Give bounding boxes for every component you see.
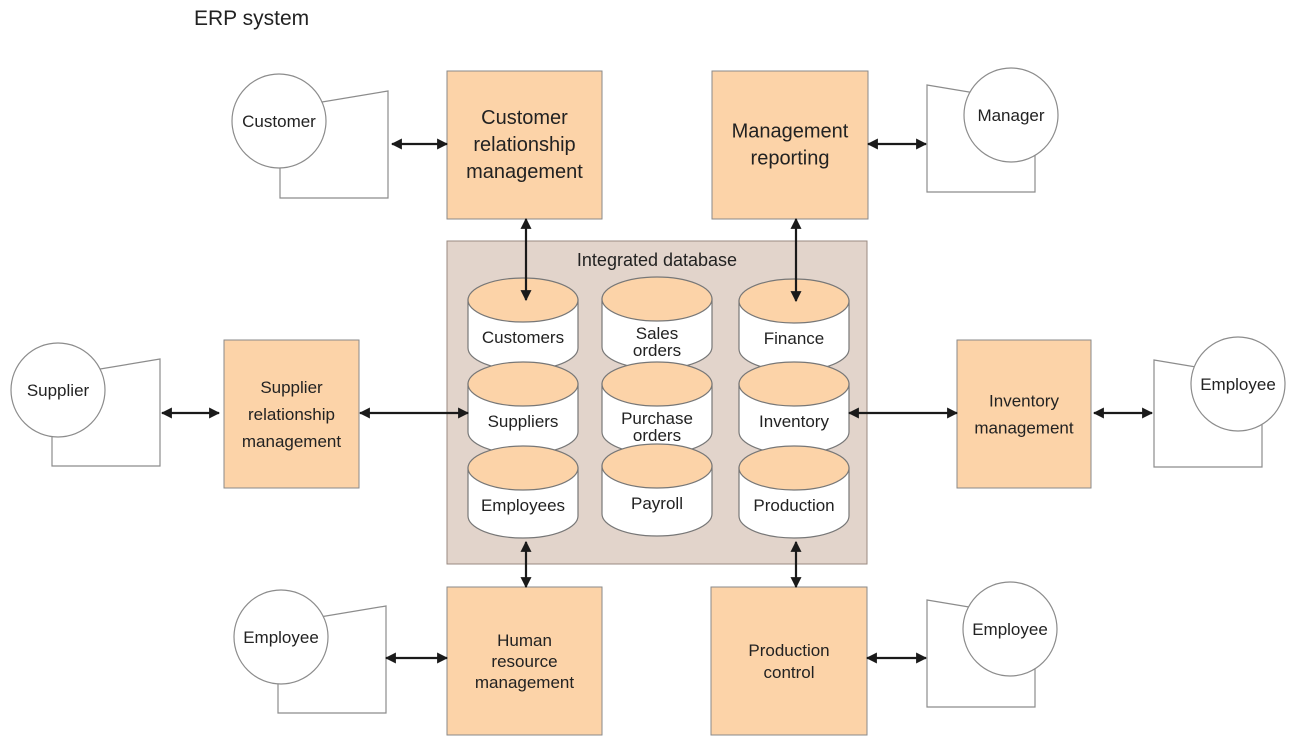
table-purchase-orders-label: orders bbox=[633, 426, 681, 445]
person-circle bbox=[10, 342, 106, 438]
module-crm-label: relationship bbox=[473, 134, 575, 156]
module-srm-label: Supplier bbox=[260, 378, 323, 397]
cylinder-top bbox=[601, 361, 713, 407]
module-inventory-management: Inventory management bbox=[956, 339, 1092, 489]
cylinder-top bbox=[738, 361, 850, 407]
table-employees-label: Employees bbox=[481, 496, 565, 515]
table-production-label: Production bbox=[753, 496, 834, 515]
actor-supplier: Supplier bbox=[10, 342, 161, 467]
cylinder-top bbox=[467, 277, 579, 323]
actor-employee-production-label: Employee bbox=[972, 620, 1048, 639]
cylinder-top bbox=[467, 361, 579, 407]
table-finance-label: Finance bbox=[764, 329, 824, 348]
table-customers-label: Customers bbox=[482, 328, 564, 347]
actor-employee-hr-label: Employee bbox=[243, 628, 319, 647]
cylinder-top bbox=[738, 445, 850, 491]
table-finance-cylinder: Finance bbox=[738, 278, 850, 372]
module-hrm-label: Human bbox=[497, 631, 552, 650]
module-srm-label: management bbox=[242, 432, 342, 451]
person-circle bbox=[231, 73, 327, 169]
module-box bbox=[446, 70, 603, 220]
table-inventory-label: Inventory bbox=[759, 412, 829, 431]
table-purchase-orders-label: Purchase bbox=[621, 409, 693, 428]
module-box bbox=[446, 586, 603, 736]
module-crm-label: Customer bbox=[481, 107, 568, 129]
module-production-control: Production control bbox=[710, 586, 868, 736]
table-payroll-label: Payroll bbox=[631, 494, 683, 513]
module-hrm-label: resource bbox=[491, 652, 557, 671]
cylinder-top bbox=[738, 278, 850, 324]
table-sales-orders-label: Sales bbox=[636, 324, 679, 343]
module-inventory-management-label: management bbox=[974, 419, 1074, 438]
table-suppliers-cylinder: Suppliers bbox=[467, 361, 579, 455]
table-production-cylinder: Production bbox=[738, 445, 850, 539]
diagram-title: ERP system bbox=[194, 7, 309, 30]
cylinder-top bbox=[601, 276, 713, 322]
actor-employee-inventory: Employee bbox=[1153, 336, 1286, 468]
table-payroll-cylinder: Payroll bbox=[601, 443, 713, 537]
module-hrm: Human resource management bbox=[446, 586, 603, 736]
actor-supplier-label: Supplier bbox=[27, 381, 90, 400]
person-circle bbox=[233, 589, 329, 685]
person-circle bbox=[962, 581, 1058, 677]
actor-manager: Manager bbox=[926, 67, 1059, 193]
table-suppliers-label: Suppliers bbox=[488, 412, 559, 431]
person-circle bbox=[963, 67, 1059, 163]
person-circle bbox=[1190, 336, 1286, 432]
module-box bbox=[711, 70, 869, 220]
table-customers-cylinder: Customers bbox=[467, 277, 579, 371]
module-hrm-label: management bbox=[475, 673, 575, 692]
module-srm: Supplier relationship management bbox=[223, 339, 360, 489]
module-box bbox=[710, 586, 868, 736]
module-management-reporting-label: Management bbox=[732, 121, 849, 143]
table-inventory-cylinder: Inventory bbox=[738, 361, 850, 455]
module-management-reporting-label: reporting bbox=[751, 148, 830, 170]
actor-employee-inventory-label: Employee bbox=[1200, 375, 1276, 394]
actor-customer: Customer bbox=[231, 73, 389, 199]
module-crm: Customer relationship management bbox=[446, 70, 603, 220]
module-production-control-label: Production bbox=[748, 641, 829, 660]
modules: Customer relationship management Management… bbox=[223, 70, 1092, 736]
table-sales-orders-label: orders bbox=[633, 341, 681, 360]
module-inventory-management-label: Inventory bbox=[989, 392, 1059, 411]
actor-customer-label: Customer bbox=[242, 112, 316, 131]
module-management-reporting: Management reporting bbox=[711, 70, 869, 220]
cylinder-top bbox=[467, 445, 579, 491]
module-production-control-label: control bbox=[763, 663, 814, 682]
module-box bbox=[956, 339, 1092, 489]
connectors bbox=[160, 138, 1154, 664]
module-crm-label: management bbox=[466, 161, 583, 183]
module-srm-label: relationship bbox=[248, 405, 335, 424]
module-box bbox=[223, 339, 360, 489]
table-employees-cylinder: Employees bbox=[467, 445, 579, 539]
actor-manager-label: Manager bbox=[977, 106, 1044, 125]
database-label: Integrated database bbox=[577, 250, 737, 270]
cylinder-top bbox=[601, 443, 713, 489]
actor-employee-production: Employee bbox=[926, 581, 1058, 708]
actor-employee-hr: Employee bbox=[233, 589, 387, 714]
